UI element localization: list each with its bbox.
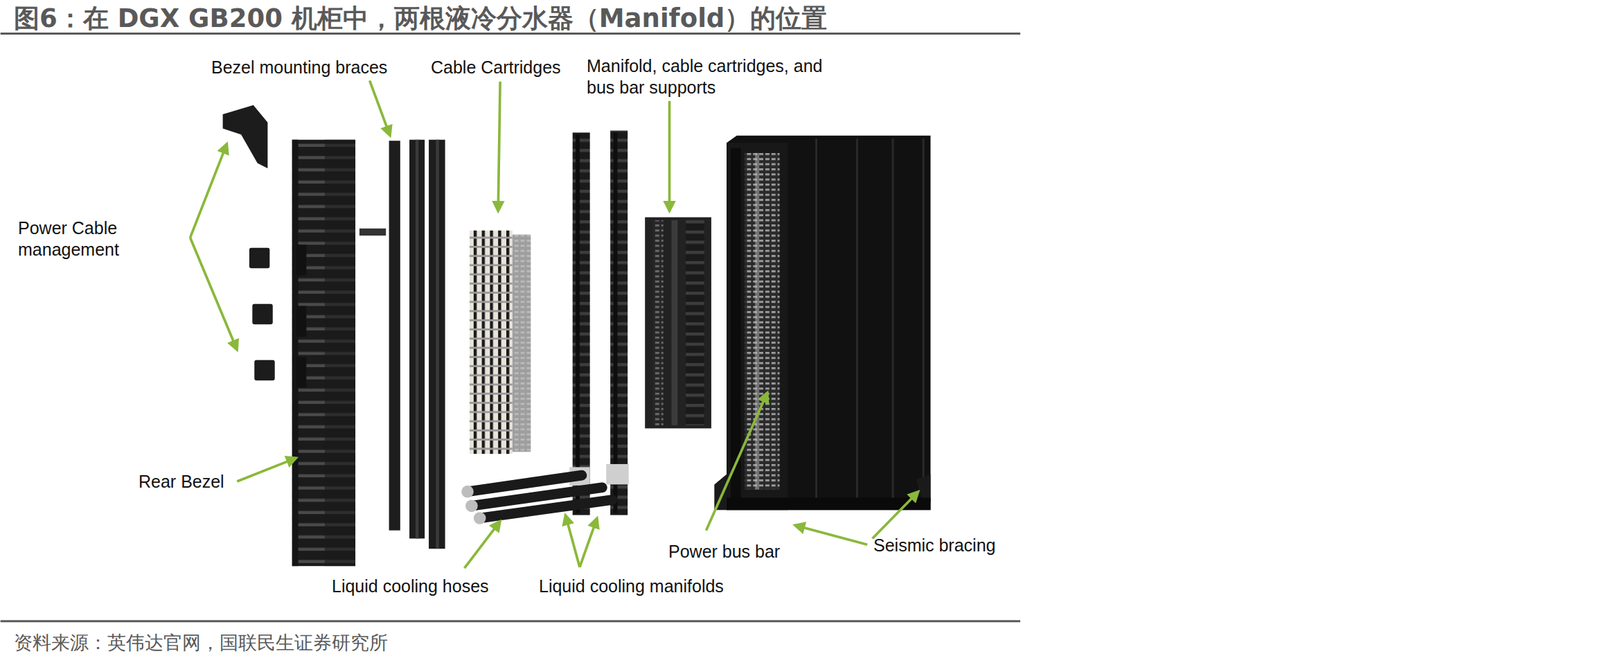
part-label: Bezel mounting braces (211, 56, 388, 79)
cable-cartridges (469, 230, 531, 454)
source-rule (0, 619, 1021, 622)
manifold-supports (644, 217, 712, 429)
nvl72-rack (714, 135, 931, 510)
part-label: Manifold, cable cartridges, and bus bar … (586, 55, 826, 100)
part-label: Cable Cartridges (430, 56, 562, 79)
part-label: Seismic bracing (873, 534, 996, 557)
part-label: Rear Bezel (138, 470, 225, 493)
part-label: Liquid cooling hoses (331, 575, 490, 598)
power-cable-management-parts (223, 105, 275, 381)
bezel-mounting-braces (389, 139, 446, 549)
part-label: Liquid cooling manifolds (538, 575, 724, 598)
part-label: Power bus bar (668, 540, 780, 563)
rear-bezel (292, 139, 356, 566)
liquid-cooling-manifolds (569, 130, 629, 515)
part-label: Power Cable management (18, 217, 140, 262)
small-bracket (359, 228, 386, 236)
source-note: 资料来源：英伟达官网，国联民生证券研究所 (13, 630, 388, 656)
leader-arrows (190, 80, 919, 568)
liquid-cooling-hoses (461, 475, 613, 525)
figure-title: 图6：在 DGX GB200 机柜中，两根液冷分水器（Manifold）的位置 (13, 1, 828, 37)
